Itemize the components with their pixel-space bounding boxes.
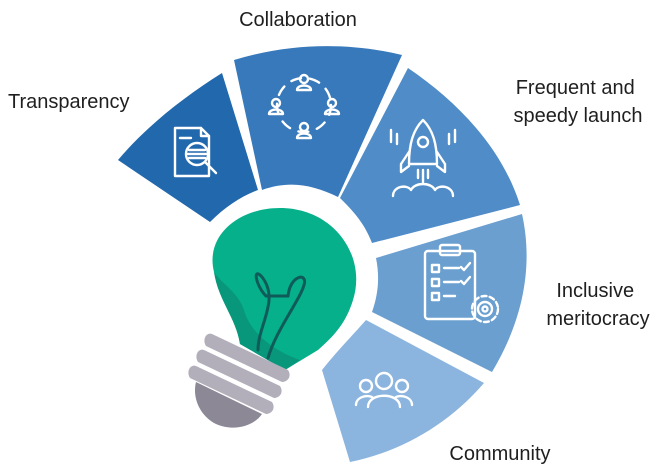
rocket-icon [389,118,457,198]
bulb-base-ring-3 [188,365,274,414]
label-transparency-line-1: Transparency [8,91,130,113]
bulb-filament [254,272,307,360]
bulb-base-ring-2 [196,349,282,398]
bulb-base-ring-1 [204,333,290,382]
segment-meritocracy [372,214,527,372]
group-icon [354,371,414,409]
label-collaboration-line-1: Collaboration [239,9,357,31]
segment-collaboration [234,46,402,197]
segment-launch-wedge [340,68,520,243]
bulb-base-cap [194,382,262,428]
label-meritocracy-line-2: meritocracy [546,308,649,330]
label-launch-line-1: Frequent and [516,77,635,99]
label-collaboration: Collaboration [239,9,357,31]
label-launch-line-2: speedy launch [514,105,643,127]
label-launch: Frequent and speedy launch [514,77,643,127]
light-bulb-icon [188,208,357,428]
segment-transparency [118,73,258,222]
checklist-gear-icon [423,243,500,324]
label-meritocracy-line-1: Inclusive [556,280,634,302]
document-search-icon [173,126,218,178]
bulb-base [188,333,290,428]
bulb-glass-shade [214,272,300,370]
label-transparency: Transparency [8,91,130,113]
segment-launch [340,68,520,243]
segment-community [322,320,484,462]
label-community-line-1: Community [449,443,550,465]
filament-wire-right [266,275,307,360]
segment-collaboration-wedge [234,46,402,197]
people-network-icon [267,73,341,140]
label-community: Community [449,443,550,465]
filament-wire-left [254,272,271,352]
segment-meritocracy-wedge [372,214,527,372]
label-meritocracy: Inclusive meritocracy [546,280,649,330]
